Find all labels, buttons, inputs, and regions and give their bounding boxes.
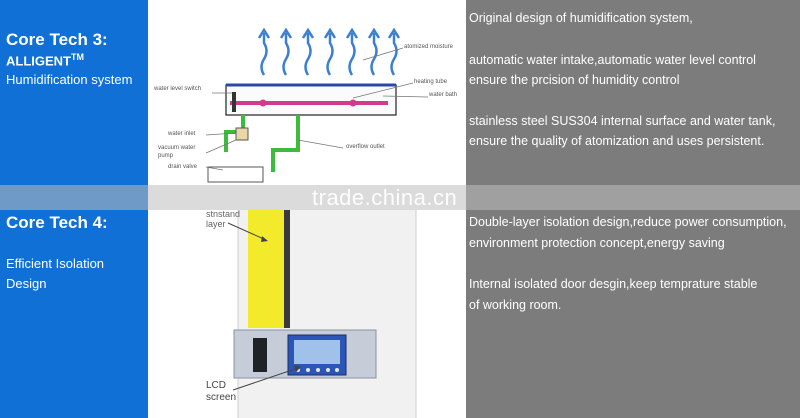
label-water-inlet: water inlet [167, 131, 196, 137]
label-vacuum-water: vacuum water [158, 145, 195, 151]
humidifier-diagram: atomized moisture heating tube water bat… [153, 27, 457, 183]
core-tech-3-title: Core Tech 3: [6, 30, 108, 49]
isolation-diagram: stnstand layer LCD screen [206, 210, 417, 418]
label-stainless-layer-1: stnstand [206, 210, 240, 219]
label-stainless-layer-2: layer [206, 219, 226, 229]
desc-line: stainless steel SUS304 internal surface … [469, 114, 776, 128]
isolation-layer [248, 210, 284, 328]
label-lcd: LCD [206, 380, 226, 391]
drain-box [207, 166, 264, 183]
label-screen: screen [206, 392, 236, 403]
label-overflow-outlet: overflow outlet [346, 144, 385, 150]
panel-switch [253, 338, 267, 372]
watermark-text: trade.china.cn [312, 185, 458, 210]
desc-line: of working room. [469, 298, 562, 312]
overflow-pipe [271, 115, 300, 172]
desc-line: Double-layer isolation design,reduce pow… [469, 215, 787, 229]
label-pump: pump [158, 153, 174, 159]
core-tech-4-subtitle-line1: Efficient Isolation [6, 256, 105, 271]
brand-text: ALLIGENT [6, 53, 71, 69]
brand-name: ALLIGENTTM [6, 52, 84, 68]
desc-line: ensure the prcision of humidity control [469, 73, 680, 87]
trademark-sup: TM [71, 52, 84, 62]
inlet-pipe [224, 115, 245, 152]
desc-line: automatic water intake,automatic water l… [469, 53, 756, 67]
steam-arrows-icon [257, 27, 401, 76]
water-bath-tank [225, 84, 397, 116]
label-drain-valve: drain valve [168, 164, 198, 170]
label-atomized-moisture: atomized moisture [404, 44, 454, 50]
watermark-band [0, 185, 800, 210]
desc-line: ensure the quality of atomization and us… [469, 134, 765, 148]
core-tech-4-title: Core Tech 4: [6, 213, 108, 232]
label-water-level-switch: water level switch [153, 86, 201, 92]
core-tech-4-subtitle-line2: Design [6, 276, 47, 291]
label-heating-tube: heating tube [414, 79, 448, 85]
desc-line: environment protection concept,energy sa… [469, 236, 725, 250]
label-water-bath: water bath [428, 92, 457, 98]
desc-line: Original design of humidification system… [469, 11, 693, 25]
core-tech-3-subtitle: Humidification system [6, 72, 133, 87]
desc-line: Internal isolated door desgin,keep tempr… [469, 277, 758, 291]
vacuum-pump-icon [235, 127, 249, 141]
